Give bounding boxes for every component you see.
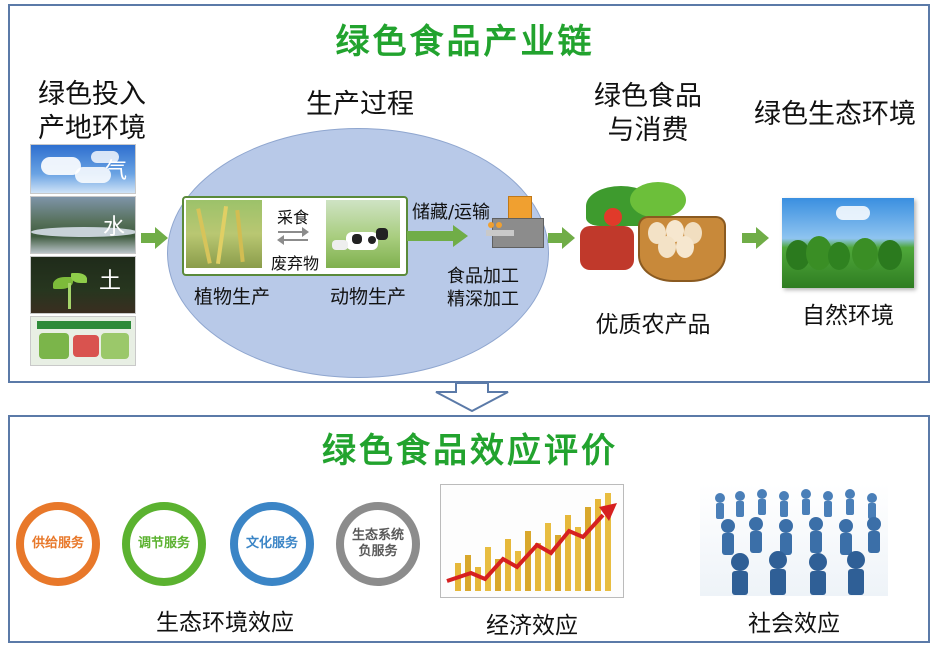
regulating-service-label: 调节服务	[137, 536, 190, 551]
production-process-header: 生产过程	[306, 89, 414, 120]
social-crowd-image	[700, 484, 888, 596]
input-environment-header: 绿色投入 产地环境	[38, 79, 146, 144]
industry-chain-title: 绿色食品产业链	[335, 22, 595, 62]
social-effect-label: 社会效应	[748, 611, 840, 637]
waste-label: 废弃物	[270, 254, 319, 273]
factory-icon	[486, 196, 544, 252]
natural-environment-label: 自然环境	[802, 303, 894, 329]
nature-photo	[782, 198, 914, 288]
produce-photo	[578, 178, 728, 296]
cultural-service-label: 文化服务	[245, 536, 298, 551]
water-char: 水	[102, 215, 125, 240]
water-photo: 水	[30, 196, 136, 254]
green-ecology-header: 绿色生态环境	[754, 99, 916, 130]
cattle-photo	[326, 200, 400, 268]
air-char: 气	[104, 159, 127, 184]
negative-service-ring: 生态系统负服务	[336, 502, 420, 586]
animal-production-label: 动物生产	[329, 286, 406, 308]
food-processing-label: 食品加工	[447, 266, 519, 287]
rice-photo	[186, 200, 262, 268]
soil-char: 土	[98, 269, 121, 294]
supply-service-label: 供给服务	[31, 536, 84, 551]
sky-photo: 气	[30, 144, 136, 194]
green-input-product-photo	[30, 316, 136, 366]
feed-label: 采食	[276, 208, 309, 227]
growth-chart-graphic	[446, 493, 617, 591]
deep-processing-label: 精深加工	[447, 289, 519, 310]
evaluation-title: 绿色食品效应评价	[322, 431, 618, 471]
negative-service-label: 生态系统负服务	[352, 528, 405, 559]
quality-produce-label: 优质农产品	[595, 312, 711, 338]
flow-arrow-to-processing	[407, 225, 468, 247]
economic-growth-image	[440, 484, 624, 598]
down-arrow-icon	[435, 382, 509, 412]
flow-arrow-to-ecology	[742, 227, 769, 249]
supply-service-ring: 供给服务	[16, 502, 100, 586]
flow-arrow-input-to-process	[141, 227, 168, 249]
storage-transport-label: 储藏/运输	[411, 202, 491, 223]
regulating-service-ring: 调节服务	[122, 502, 206, 586]
ecological-effect-label: 生态环境效应	[156, 610, 294, 636]
flow-arrow-to-consumption	[548, 227, 575, 249]
economic-effect-label: 经济效应	[486, 613, 578, 639]
soil-photo: 土	[30, 256, 136, 314]
cultural-service-ring: 文化服务	[230, 502, 314, 586]
plant-production-label: 植物生产	[193, 286, 270, 308]
exchange-arrows-icon	[277, 227, 309, 245]
green-food-consumption-header: 绿色食品 与消费	[594, 81, 702, 146]
crowd-graphic	[715, 489, 881, 595]
